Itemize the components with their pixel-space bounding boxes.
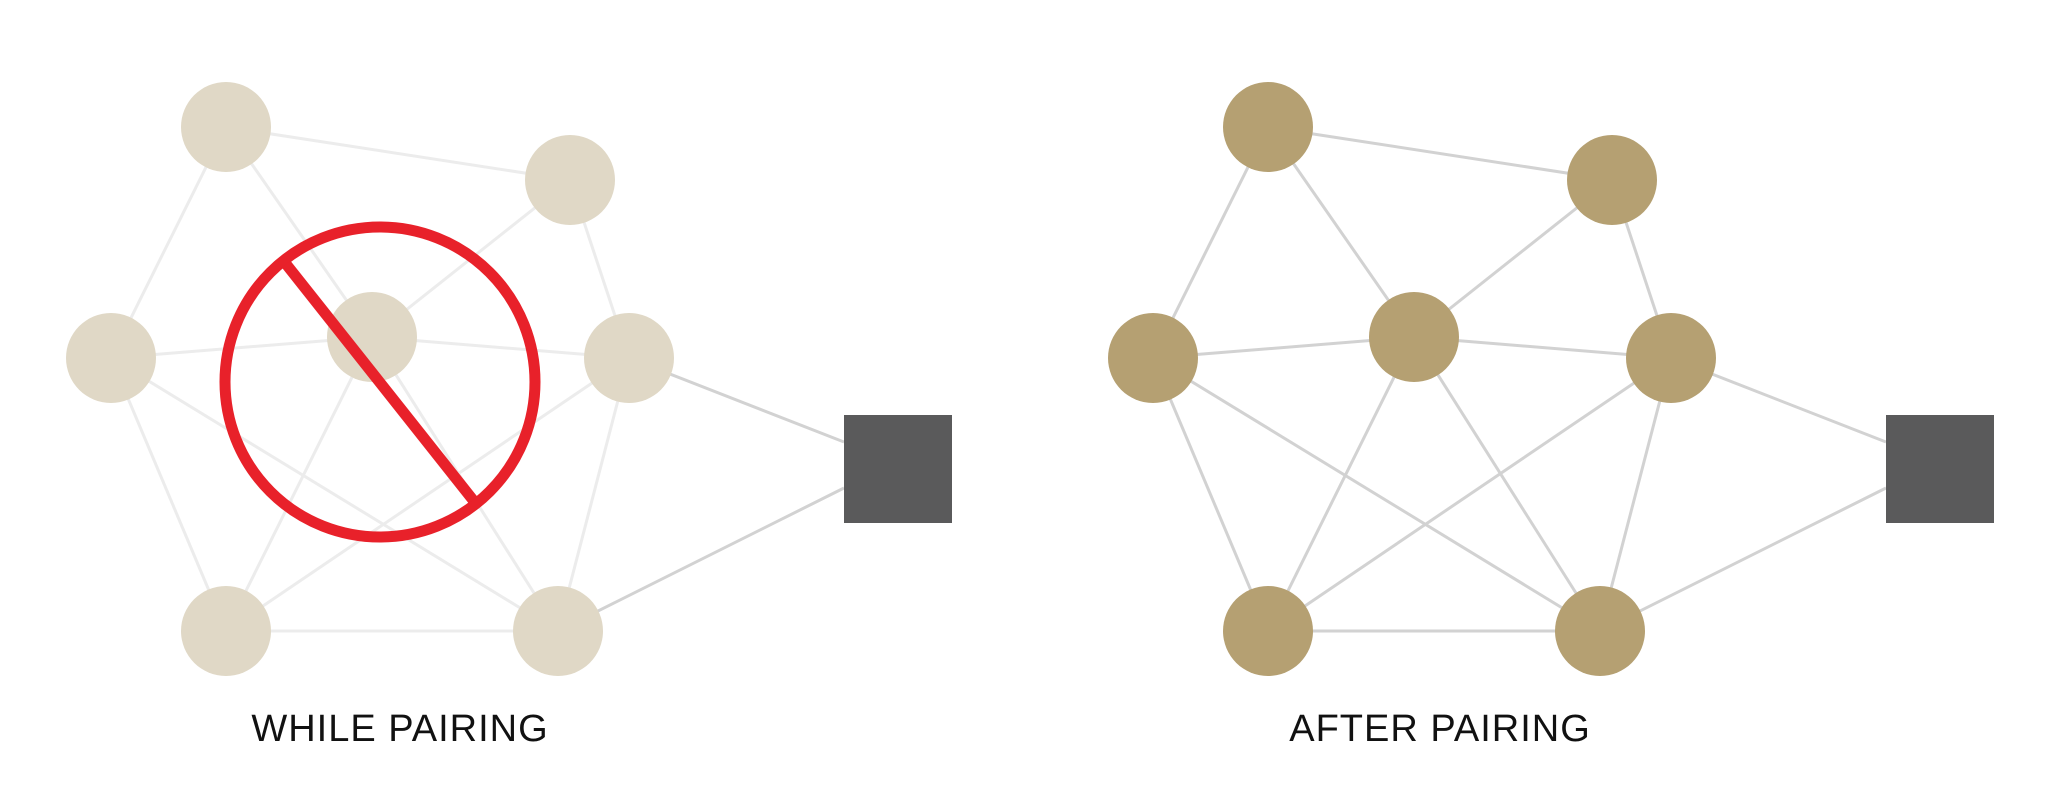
mesh-edge-center-bottom-left <box>1266 336 1416 632</box>
no-entry-ring <box>219 221 541 543</box>
mesh-edge-top-left-top-right <box>225 125 571 182</box>
while-pairing-mesh <box>66 82 952 676</box>
mesh-node-top-right <box>1567 135 1657 225</box>
no-entry-icon <box>219 221 541 543</box>
hub-device <box>1886 415 1994 523</box>
mesh-edge-right-bottom-right <box>556 357 631 632</box>
mesh-node-bottom-right <box>513 586 603 676</box>
mesh-node-bottom-left <box>1223 586 1313 676</box>
mesh-node-bottom-right <box>1555 586 1645 676</box>
hub-link-bottom-right <box>557 486 845 633</box>
after-pairing-caption: AFTER PAIRING <box>1289 708 1591 750</box>
mesh-node-top-left <box>1223 82 1313 172</box>
mesh-node-top-left <box>181 82 271 172</box>
after-pairing-mesh <box>1108 82 1994 676</box>
mesh-edge-left-bottom-right <box>110 356 559 633</box>
mesh-edge-center-bottom-right <box>1412 336 1602 632</box>
mesh-edge-left-bottom-right <box>1152 356 1601 633</box>
mesh-edge-left-bottom-left <box>109 357 228 632</box>
mesh-node-right <box>584 313 674 403</box>
mesh-node-top-right <box>525 135 615 225</box>
mesh-edge-top-left-top-right <box>1267 125 1613 182</box>
mesh-edge-center-bottom-left <box>224 336 374 632</box>
mesh-node-center <box>327 292 417 382</box>
hub-link-bottom-right <box>1599 486 1887 633</box>
no-entry-slash <box>281 260 478 504</box>
mesh-edge-left-bottom-left <box>1151 357 1270 632</box>
hub-device <box>844 415 952 523</box>
mesh-edge-right-bottom-left <box>225 356 630 633</box>
mesh-node-left <box>66 313 156 403</box>
while-pairing-caption: WHILE PAIRING <box>251 708 549 750</box>
mesh-node-center <box>1369 292 1459 382</box>
mesh-node-bottom-left <box>181 586 271 676</box>
mesh-node-left <box>1108 313 1198 403</box>
mesh-edge-right-bottom-right <box>1598 357 1673 632</box>
mesh-node-right <box>1626 313 1716 403</box>
mesh-edge-right-bottom-left <box>1267 356 1672 633</box>
